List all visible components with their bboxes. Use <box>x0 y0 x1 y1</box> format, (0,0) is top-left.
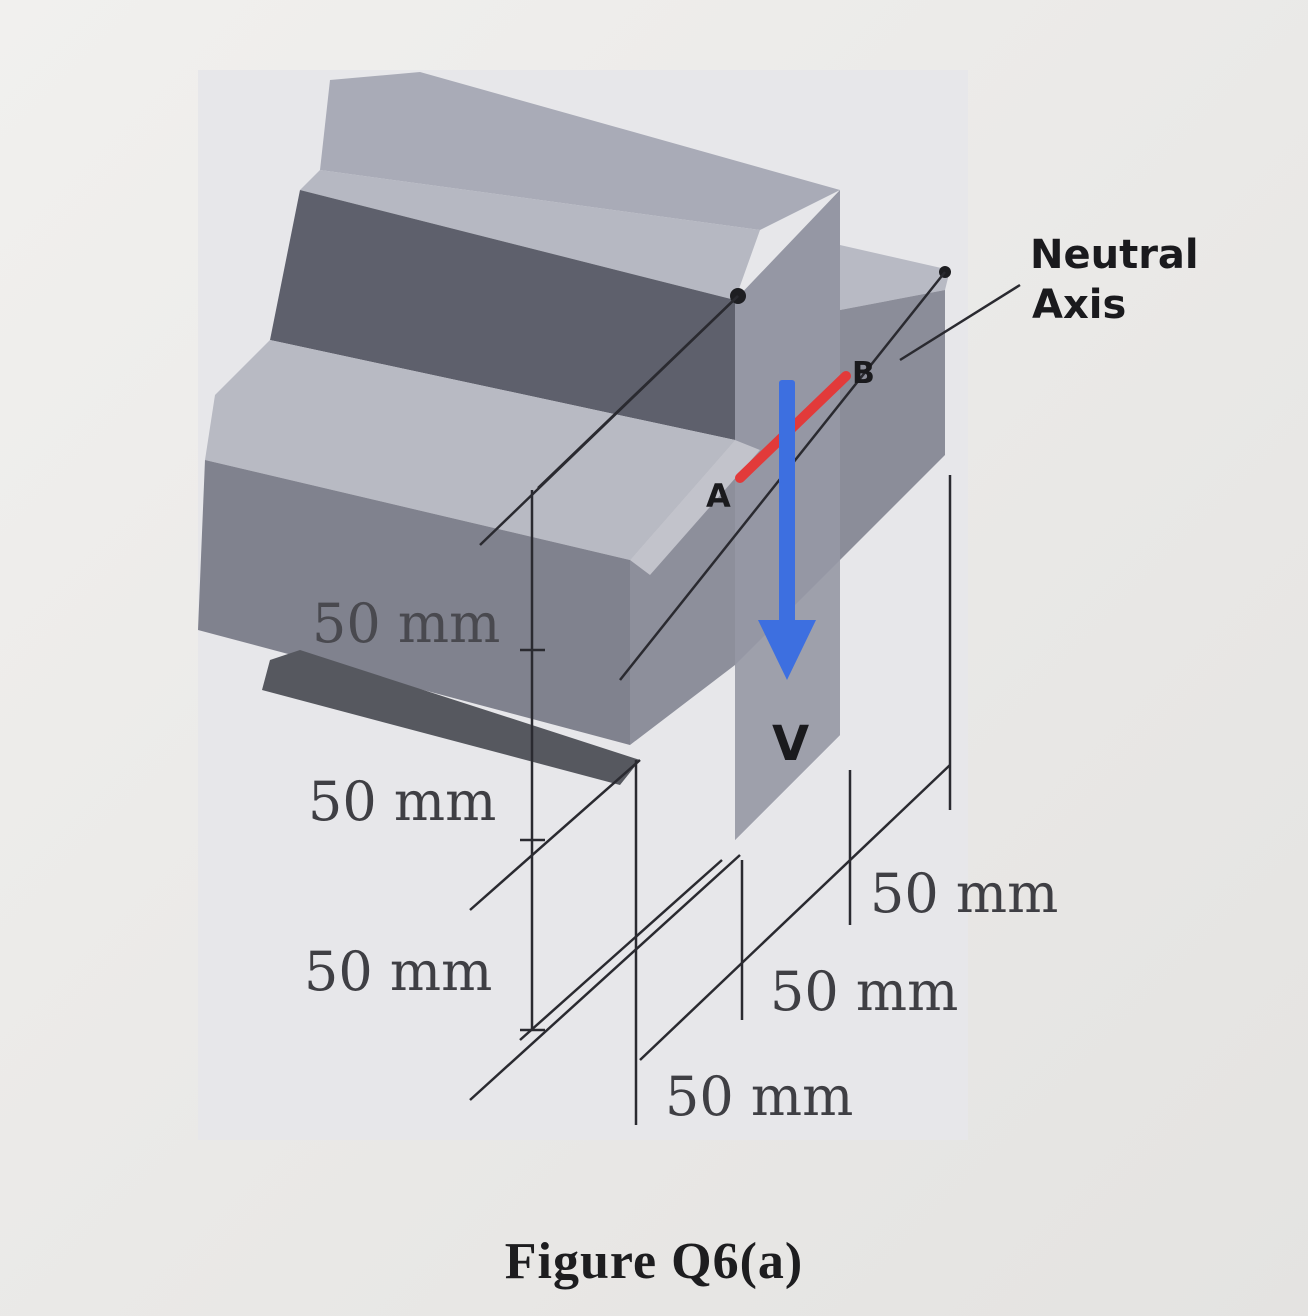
shear-force-label: V <box>772 716 809 772</box>
dimension-label-left-middle: 50 mm <box>308 770 496 833</box>
point-a-label: A <box>706 477 731 515</box>
web-back-face <box>270 190 735 440</box>
dimension-label-left-top: 50 mm <box>312 592 500 655</box>
dimension-label-bottom-right: 50 mm <box>870 862 1058 925</box>
projection-lines <box>469 271 1021 1125</box>
lower-step-front-face <box>198 460 630 745</box>
bottom-dimension-line <box>639 764 951 1061</box>
point-b-label: B <box>852 356 875 391</box>
right-flange-front-face <box>840 290 945 560</box>
neutral-axis-label-line2: Axis <box>1032 282 1126 328</box>
dimension-label-bottom-left: 50 mm <box>665 1065 853 1128</box>
web-lower-face <box>735 560 840 840</box>
upper-flange-top-face <box>320 72 840 230</box>
shear-force-arrow <box>758 380 816 680</box>
upper-flange-front-strip <box>300 170 760 300</box>
neutral-axis-label-line1: Neutral <box>1030 232 1199 278</box>
left-flange-top-edge <box>630 440 760 575</box>
projection-line <box>537 295 739 489</box>
dimension-label-left-bottom: 50 mm <box>304 940 492 1003</box>
neutral-axis-leader <box>899 283 1021 362</box>
base-shadow-strip <box>262 650 640 785</box>
lower-step-top-face <box>205 340 735 560</box>
left-flange-front-face <box>630 440 735 745</box>
right-flange-top-face <box>840 245 950 310</box>
bottom-dimension-line <box>519 859 723 1041</box>
dimension-label-bottom-middle: 50 mm <box>770 960 958 1023</box>
bottom-dimension-line <box>469 854 741 1101</box>
bottom-dimension-line <box>469 759 641 911</box>
figure-caption: Figure Q6(a) <box>504 1233 804 1290</box>
